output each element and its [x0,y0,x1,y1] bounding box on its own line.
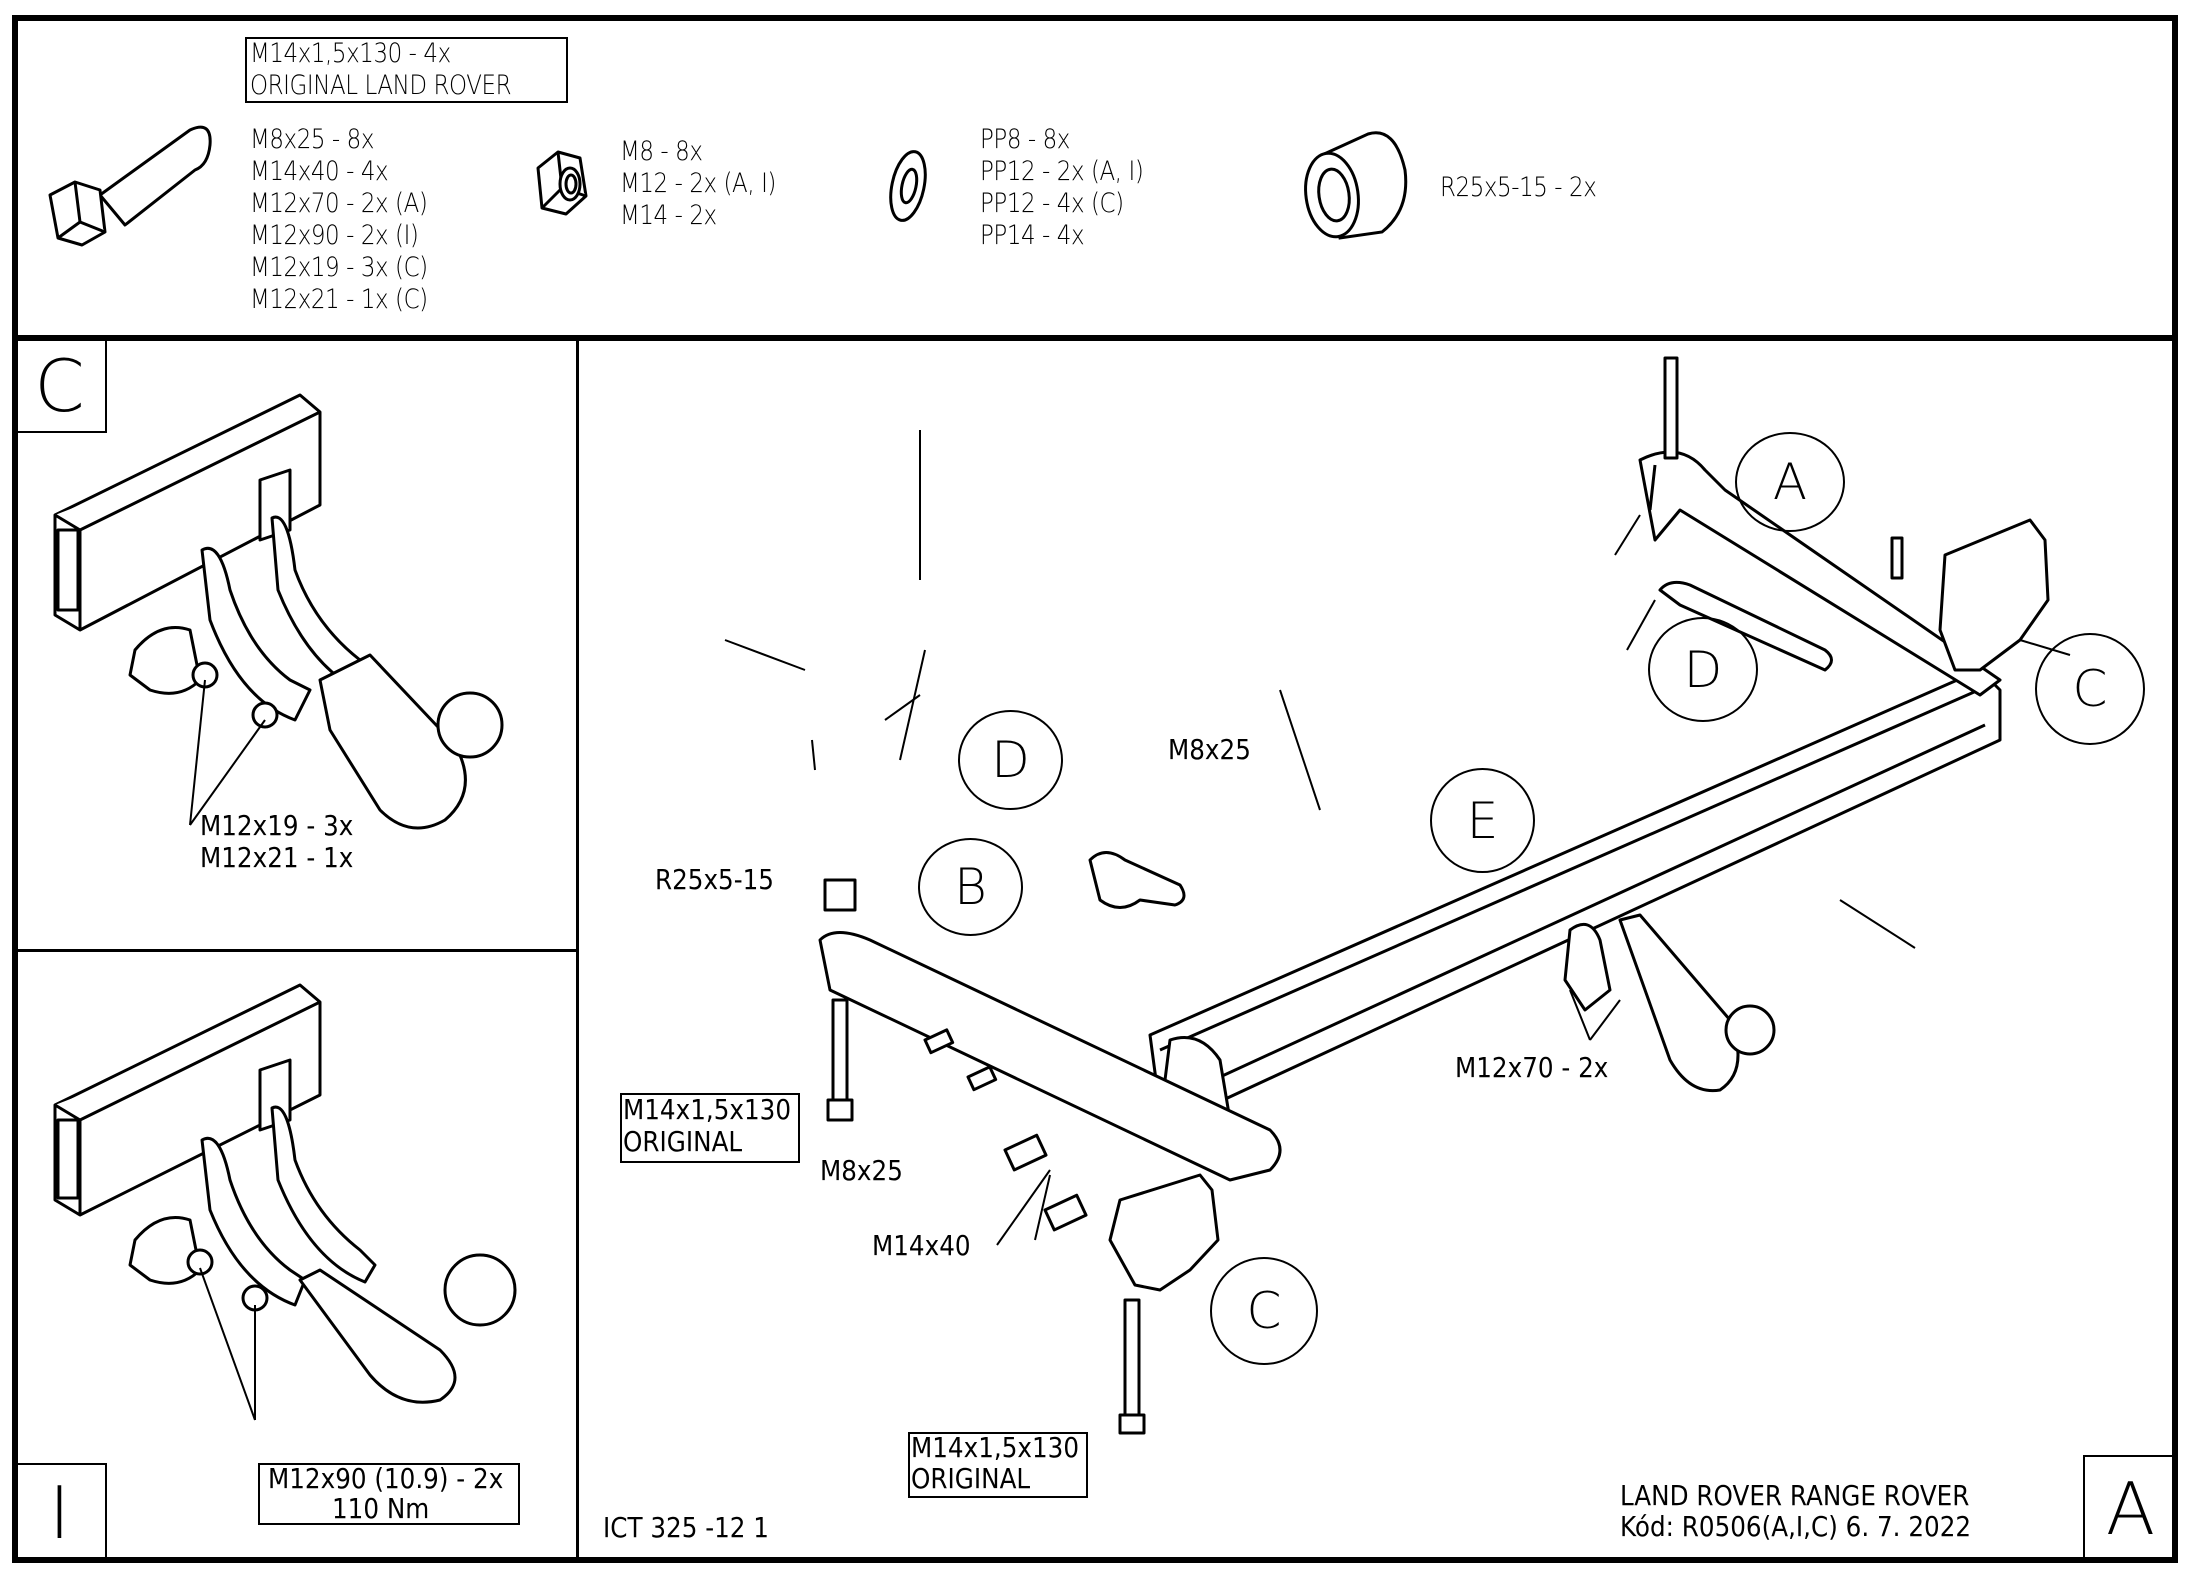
spacer-ring-icon [1304,131,1408,240]
part-e-bubble: E [1430,768,1535,873]
panel-c-callout-line-1: M12x19 - 3x [200,809,354,842]
original-bolt-line-2: ORIGINAL LAND ROVER [250,70,512,101]
original-bolt-box [245,37,568,103]
nut-item: M8 - 8x [620,136,703,167]
header-divider [12,335,2178,341]
drawing-frame [12,15,2178,1563]
spacer-item: R25x5-15 - 2x [1440,172,1597,203]
hex-nut-icon [536,150,588,216]
panel-c-callout-line-2: M12x21 - 1x [200,841,354,874]
spacer-callout: R25x5-15 [655,863,774,896]
part-b-bubble: B [918,838,1023,936]
nut-item: M14 - 2x [620,200,717,231]
original-bolt-left-line-1: M14x1,5x130 [623,1093,791,1126]
original-bolt-bottom-box [908,1432,1088,1498]
part-c-bubble-right: C [2035,633,2145,745]
m8x25-bottom-callout: M8x25 [820,1154,903,1187]
part-a-bubble: A [1735,432,1845,532]
code-and-date: Kód: R0506(A,I,C) 6. 7. 2022 [1620,1510,1972,1543]
original-bolt-bottom-line-2: ORIGINAL [911,1462,1031,1495]
nut-item: M12 - 2x (A, I) [620,168,776,199]
original-bolt-left-line-2: ORIGINAL [623,1125,743,1158]
washer-item: PP8 - 8x [980,124,1070,155]
vehicle-title: LAND ROVER RANGE ROVER [1620,1479,1970,1512]
bolt-item: M12x90 - 2x (I) [250,220,419,251]
washer-item: PP14 - 4x [980,220,1085,251]
towbar-detachable-drawing [53,393,504,830]
towbar-fixed-drawing [53,983,517,1421]
hex-bolt-icon [48,125,212,247]
original-bolt-bottom-line-1: M14x1,5x130 [911,1431,1079,1464]
original-bolt-left-box [620,1093,800,1163]
panel-i-callout-line-1: M12x90 (10.9) - 2x [268,1462,504,1495]
m8x25-top-callout: M8x25 [1168,733,1251,766]
panel-i-callout-line-2: 110 Nm [332,1492,430,1525]
part-d-bubble-left: D [958,710,1063,810]
left-panels-divider [12,949,578,952]
part-d-bubble-right: D [1648,617,1758,722]
panel-i-callout-box [258,1463,520,1525]
variant-a-label: A [2083,1455,2178,1563]
part-c-bubble-bottom: C [1210,1257,1318,1365]
assembly-drawing [724,356,2071,1435]
m14x40-callout: M14x40 [872,1229,971,1262]
m12x70-callout: M12x70 - 2x [1455,1051,1609,1084]
variant-i-label: I [12,1463,107,1563]
flat-washer-icon [889,150,927,222]
bolt-item: M12x19 - 3x (C) [250,252,428,283]
washer-item: PP12 - 4x (C) [980,188,1124,219]
variant-c-label: C [12,338,107,433]
bolt-item: M8x25 - 8x [250,124,374,155]
washer-item: PP12 - 2x (A, I) [980,156,1144,187]
drawing-number: ICT 325 -12 1 [603,1511,769,1544]
bolt-item: M12x21 - 1x (C) [250,284,428,315]
bolt-item: M12x70 - 2x (A) [250,188,428,219]
original-bolt-line-1: M14x1,5x130 - 4x [250,38,451,69]
bolt-item: M14x40 - 4x [250,156,389,187]
